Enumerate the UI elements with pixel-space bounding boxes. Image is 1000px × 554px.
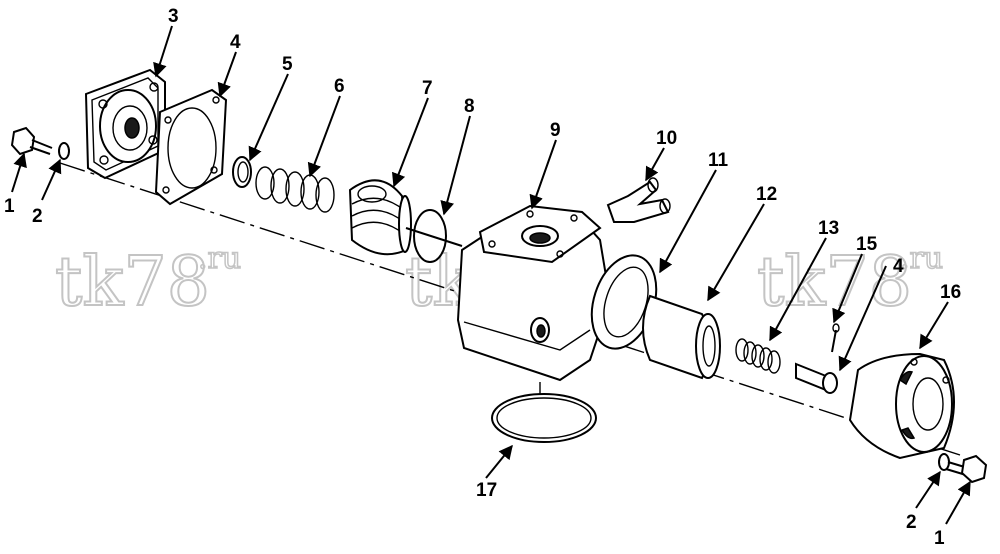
callout-12: 12 — [756, 184, 777, 205]
leader-8 — [440, 115, 471, 216]
leader-10 — [645, 147, 665, 182]
small-spring — [735, 338, 781, 374]
leader-lines — [11, 25, 971, 525]
callout-1-left: 1 — [4, 196, 15, 217]
callout-7: 7 — [422, 78, 433, 99]
watermark-3: tk78 — [757, 243, 912, 322]
spring — [255, 166, 335, 213]
callout-16: 16 — [940, 282, 961, 303]
bolt-right — [945, 454, 988, 484]
washer-left — [58, 142, 70, 160]
washer-right — [938, 453, 950, 471]
callout-8: 8 — [464, 96, 475, 117]
leader-13 — [769, 237, 827, 342]
leader-3 — [153, 25, 173, 78]
leader-17 — [485, 444, 513, 479]
cotter-pin — [831, 323, 840, 353]
bolt-left — [10, 126, 53, 156]
gasket — [154, 88, 228, 206]
valve-body — [456, 204, 612, 382]
watermark-extra: 4 — [893, 256, 904, 277]
leader-16 — [919, 301, 949, 350]
callout-3: 3 — [168, 6, 179, 27]
watermark-3-suffix: .ru — [900, 241, 943, 276]
leader-1-right — [945, 480, 971, 525]
end-cap — [848, 352, 955, 460]
callout-4: 4 — [230, 32, 241, 53]
watermark-1: tk78 — [55, 243, 210, 322]
leader-15b — [838, 265, 887, 372]
bellows — [348, 179, 412, 256]
callout-9: 9 — [550, 120, 561, 141]
leader-5 — [248, 73, 289, 162]
pin-with-ring — [405, 209, 463, 263]
snap-ring-inner — [237, 161, 249, 183]
callout-2-left: 2 — [32, 206, 43, 227]
leader-9 — [529, 139, 557, 210]
leader-6 — [307, 95, 341, 178]
leader-12 — [707, 203, 765, 302]
leader-7 — [392, 97, 429, 188]
end-cover-plate — [84, 68, 166, 180]
leader-4 — [217, 51, 237, 98]
watermark-1-suffix: .ru — [198, 241, 241, 276]
callout-2-right: 2 — [906, 512, 917, 533]
leader-2-right — [915, 470, 941, 509]
callout-11: 11 — [708, 150, 729, 171]
leader-11 — [659, 169, 717, 274]
leader-1-left — [11, 152, 27, 193]
callout-6: 6 — [334, 76, 345, 97]
callout-5: 5 — [282, 54, 293, 75]
o-ring — [491, 382, 597, 443]
tee-fitting — [606, 177, 671, 223]
callout-15: 15 — [856, 234, 878, 255]
callout-1-right: 1 — [934, 528, 945, 549]
callout-10: 10 — [656, 128, 677, 149]
sleeve — [642, 294, 721, 380]
leader-15a — [832, 253, 863, 324]
leader-2-left — [41, 158, 62, 201]
callout-labels: 1 2 3 4 5 6 7 8 9 10 11 12 13 15 16 17 2… — [4, 6, 961, 549]
plunger — [795, 362, 838, 394]
callout-13: 13 — [818, 218, 839, 239]
callout-17: 17 — [476, 480, 497, 501]
